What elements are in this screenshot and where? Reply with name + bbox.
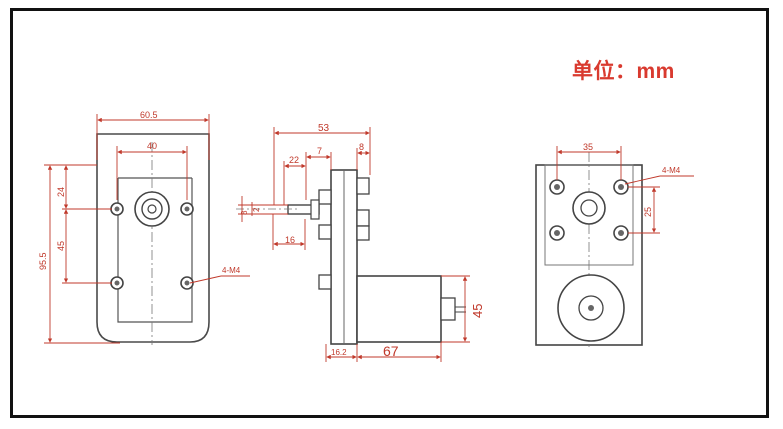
side-dim-45 — [441, 275, 470, 343]
side-view-motor — [356, 275, 442, 343]
side-dim-shaft — [238, 196, 288, 222]
rear-dim-25-label: 25 — [643, 207, 653, 217]
front-dim-95-5 — [44, 164, 120, 344]
front-dim-40-label: 40 — [147, 141, 157, 151]
side-dim-67-label: 67 — [383, 343, 399, 359]
side-dim-16-2-67 — [325, 342, 442, 362]
front-dim-60-5 — [96, 114, 210, 160]
side-dim-16-label: 16 — [285, 235, 295, 245]
side-dim-8-dia-label: 8 — [240, 210, 249, 215]
side-dim-45-label: 45 — [470, 304, 485, 318]
unit-label: 单位：mm — [572, 60, 675, 83]
front-dim-24 — [62, 165, 112, 210]
front-thread-label: 4-M4 — [222, 266, 241, 275]
rear-thread-callout — [624, 175, 694, 185]
front-dim-95-5-label: 95.5 — [38, 252, 48, 270]
side-dim-22-7-8 — [283, 148, 370, 205]
front-dim-40 — [116, 146, 188, 200]
side-dim-2-label: 2 — [252, 207, 261, 212]
front-view-inner-plate — [117, 178, 193, 323]
front-view-mounting-holes — [110, 202, 194, 290]
rear-view-mounting-holes — [549, 179, 629, 241]
rear-view: 35 25 4-M4 — [535, 142, 694, 350]
rear-thread-label: 4-M4 — [662, 166, 681, 175]
side-view: 53 22 7 8 8 2 — [236, 123, 485, 362]
front-view: 60.5 40 95.5 24 — [38, 110, 250, 345]
front-dim-45-label: 45 — [56, 241, 66, 251]
side-dim-53 — [273, 127, 371, 205]
side-dim-22-label: 22 — [289, 155, 299, 165]
rear-dim-35 — [556, 146, 622, 180]
side-dim-16 — [272, 214, 306, 250]
rear-dim-25 — [628, 186, 660, 234]
side-dim-16-2-label: 16.2 — [331, 348, 347, 357]
front-dim-24-label: 24 — [56, 187, 66, 197]
front-thread-callout — [189, 275, 250, 284]
side-dim-7-label: 7 — [317, 146, 322, 156]
rear-dim-35-label: 35 — [583, 142, 593, 152]
side-dim-8-label: 8 — [359, 142, 364, 152]
side-dim-53-label: 53 — [318, 123, 330, 134]
front-view-body — [96, 133, 210, 343]
front-dim-45 — [62, 209, 112, 284]
front-dim-60-5-label: 60.5 — [140, 110, 158, 120]
